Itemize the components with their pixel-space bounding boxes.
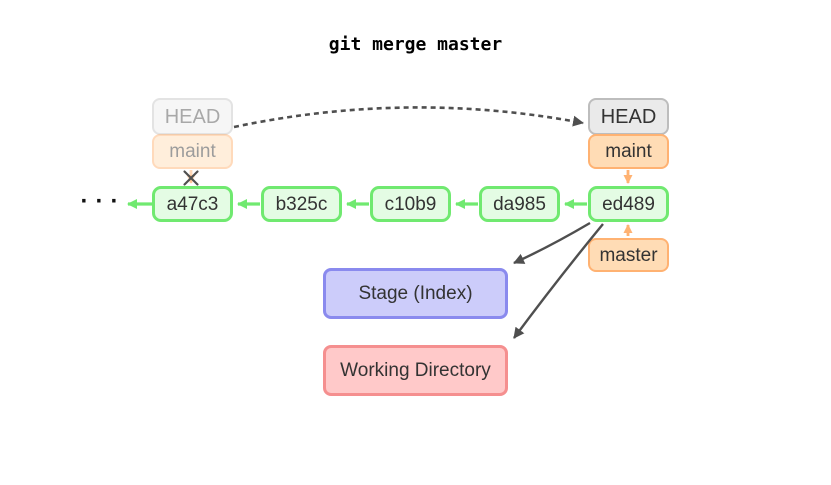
commit-c10b9-label: c10b9: [384, 193, 437, 215]
commit-ed489: ed489: [588, 186, 669, 222]
old-head-label: HEAD: [164, 105, 221, 128]
commit-a47c3: a47c3: [152, 186, 233, 222]
old-maint-label: maint: [169, 141, 216, 162]
commit-b325c-label: b325c: [275, 193, 328, 215]
old-maint-ref-box: maint: [152, 134, 233, 169]
master-ref-box: master: [588, 238, 669, 272]
working-directory-box: Working Directory: [323, 345, 508, 396]
history-ellipsis: ···: [80, 188, 126, 215]
stage-index-label: Stage (Index): [358, 283, 473, 304]
diagram-title: git merge master: [328, 34, 503, 55]
commit-da985-label: da985: [493, 193, 546, 215]
commit-a47c3-label: a47c3: [166, 193, 219, 215]
head-label: HEAD: [600, 105, 657, 128]
arrow-ed489-to-stage: [513, 221, 591, 265]
maint-ref-box: maint: [588, 134, 669, 169]
commit-b325c: b325c: [261, 186, 342, 222]
commit-da985: da985: [479, 186, 560, 222]
commit-c10b9: c10b9: [370, 186, 451, 222]
stage-index-box: Stage (Index): [323, 268, 508, 319]
master-label: master: [599, 244, 658, 266]
cross-out-icon: [183, 170, 199, 186]
working-directory-label: Working Directory: [340, 360, 491, 381]
maint-label: maint: [605, 141, 652, 162]
head-ref-box: HEAD: [588, 98, 669, 135]
dashed-head-move-arrow: [233, 106, 584, 129]
commit-ed489-label: ed489: [602, 193, 655, 215]
old-head-ref-box: HEAD: [152, 98, 233, 135]
